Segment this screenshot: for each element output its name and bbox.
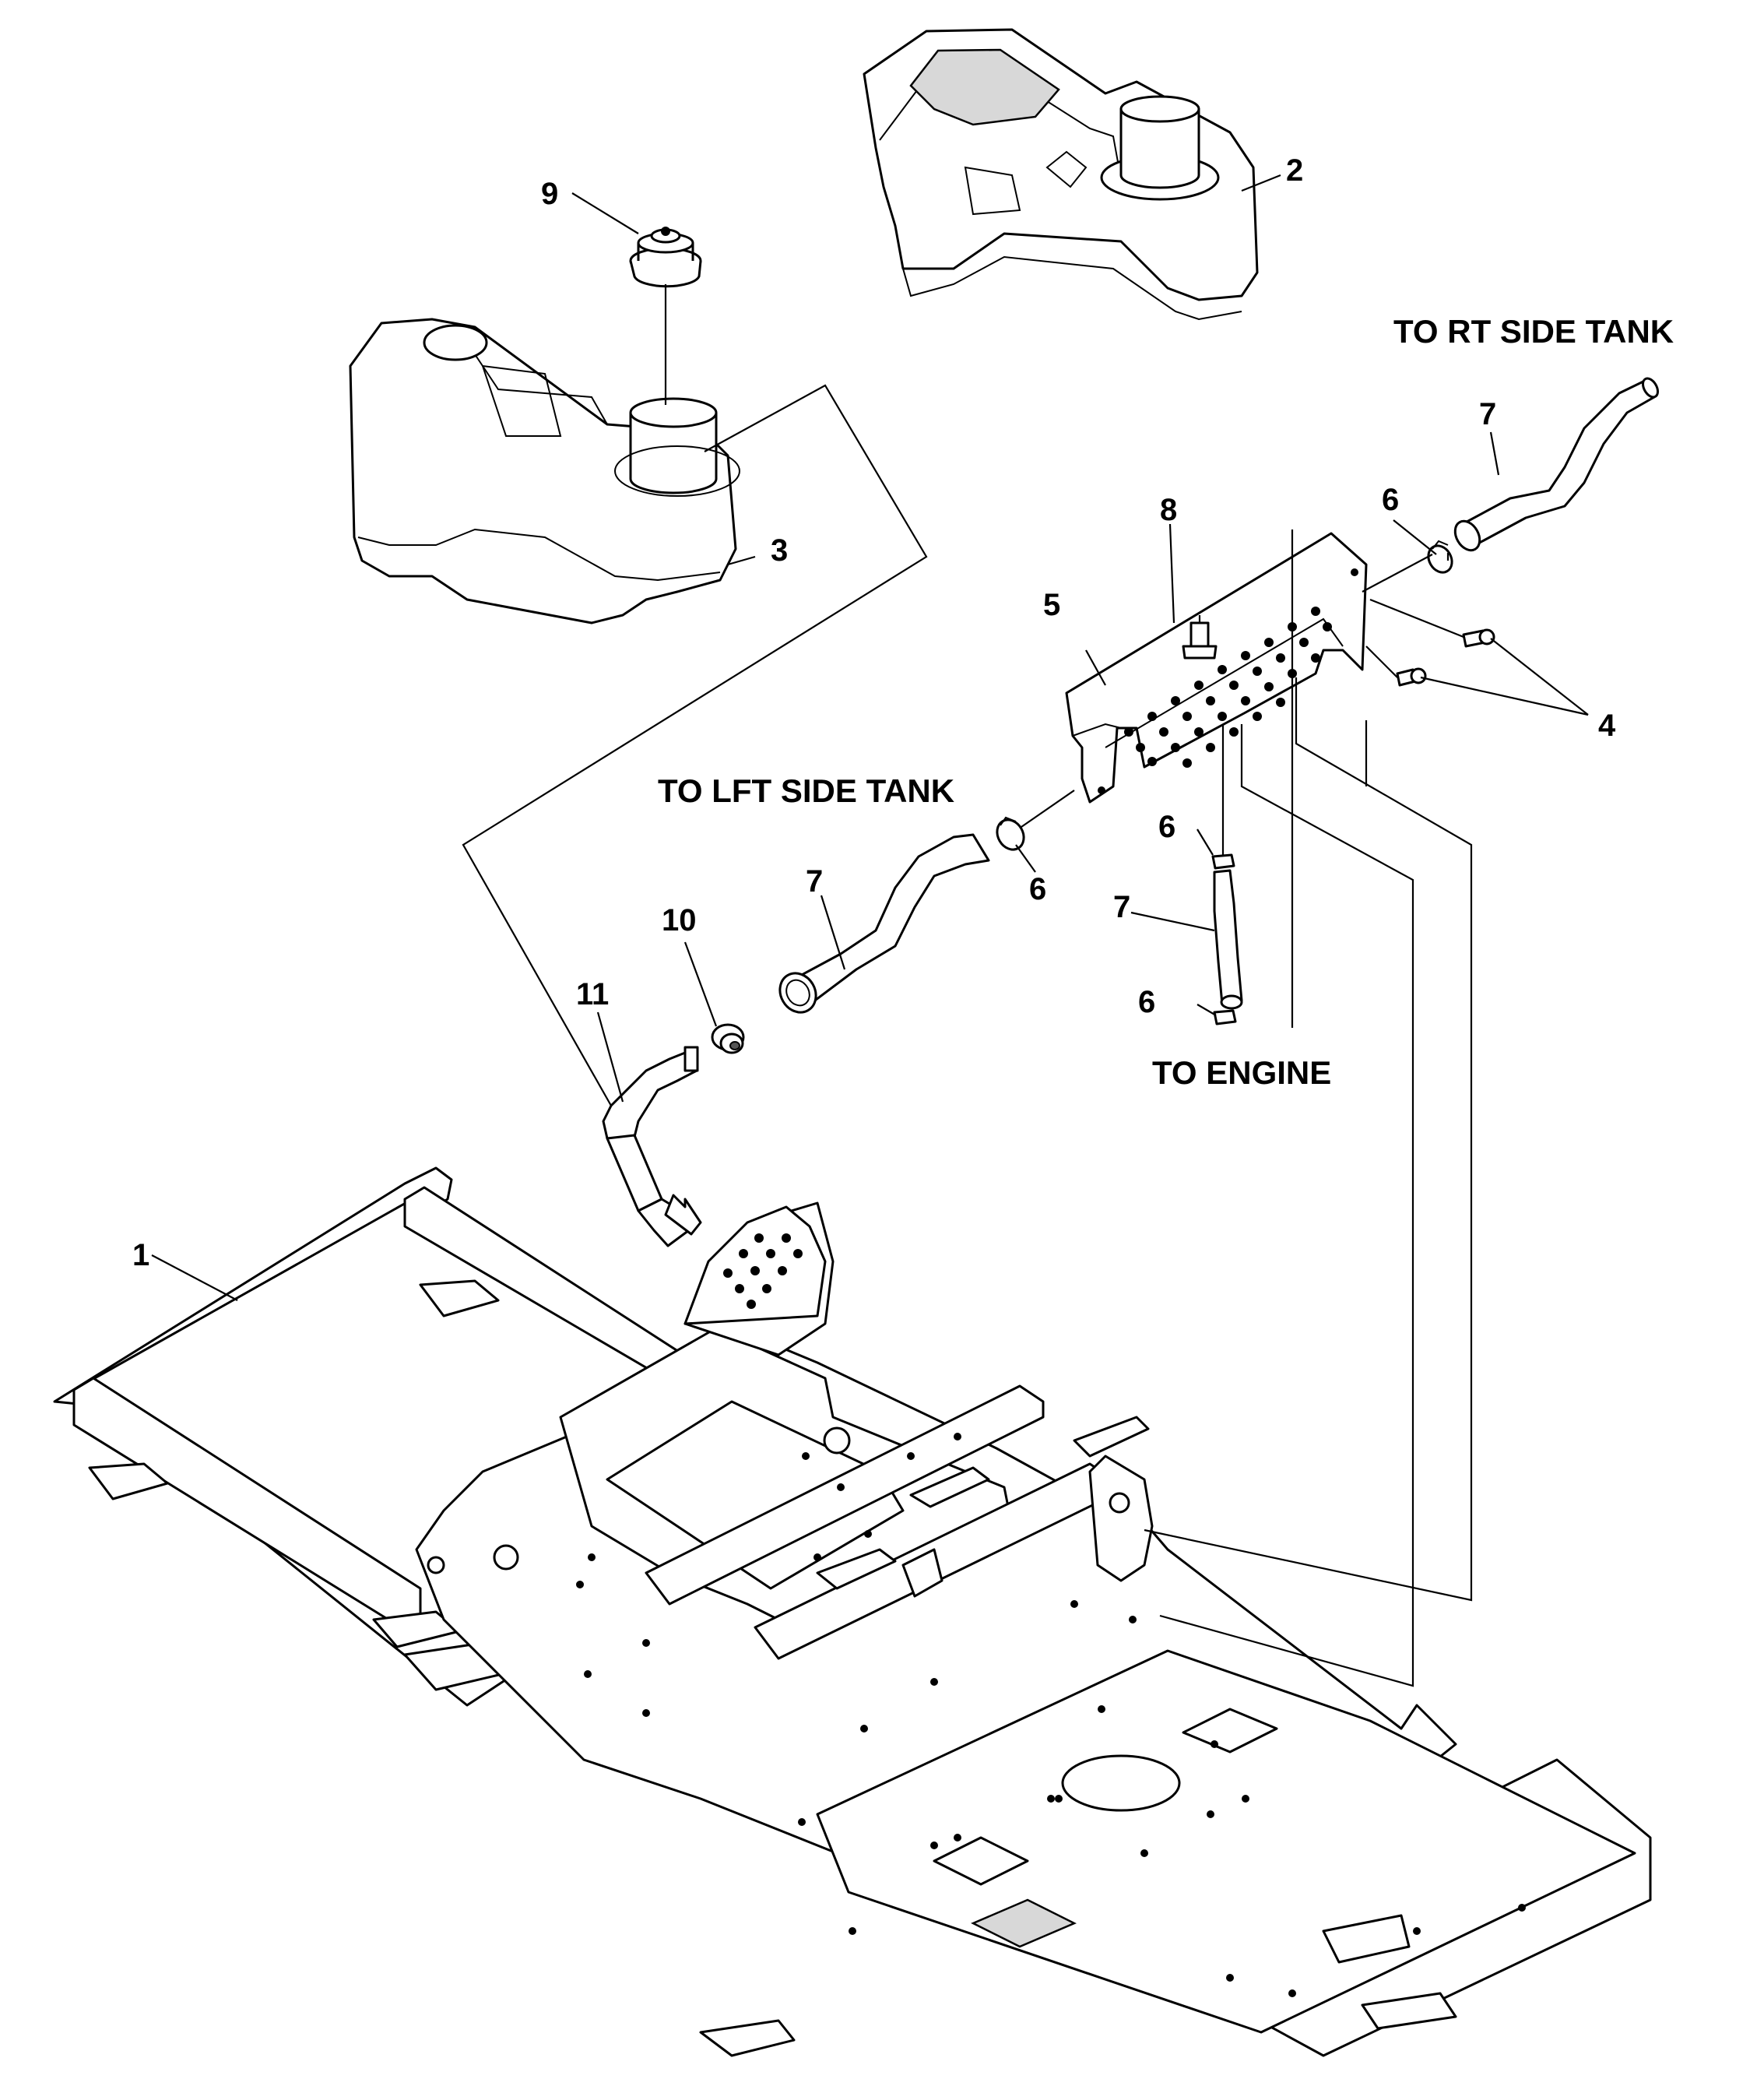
callout-6-left: 6 (1029, 872, 1046, 906)
callout-10: 10 (662, 903, 697, 937)
callout-8: 8 (1160, 493, 1177, 527)
routing-notes: TO RT SIDE TANK TO LFT SIDE TANK TO ENGI… (658, 313, 1674, 1091)
callout-7-left: 7 (806, 864, 823, 899)
part-5-manifold-bracket (1065, 532, 1368, 804)
part-7-hose-engine (1213, 869, 1243, 1010)
fuel-line-routing (462, 384, 1473, 1687)
callout-9: 9 (541, 177, 558, 211)
part-6-clamp-upper (1427, 540, 1453, 574)
callout-7-engine: 7 (1113, 890, 1130, 924)
part-4-screws (1396, 628, 1495, 687)
callout-6-engine-bottom: 6 (1138, 985, 1155, 1019)
leader-lines (151, 174, 1589, 1301)
part-2-right-fuel-tank (863, 28, 1259, 321)
callout-3: 3 (771, 533, 788, 568)
note-to-lft-side-tank: TO LFT SIDE TANK (658, 772, 954, 809)
callout-1: 1 (132, 1238, 149, 1272)
part-1-chassis-frame (53, 1166, 1652, 2057)
callout-6-upper: 6 (1382, 483, 1399, 517)
callouts: 1 2 3 4 5 6 6 6 6 7 7 7 8 9 10 11 (132, 153, 1616, 1272)
part-8-fitting (1182, 615, 1218, 660)
part-10-grommet (711, 1023, 745, 1054)
note-to-rt-side-tank: TO RT SIDE TANK (1393, 313, 1674, 350)
part-3-left-fuel-tank (349, 318, 740, 624)
callout-7-right: 7 (1479, 397, 1496, 431)
part-6-clamp-engine-bottom (1213, 1009, 1237, 1025)
part-6-clamp-left (996, 816, 1025, 851)
part-11-elbow-fitting (602, 1046, 702, 1247)
callout-11: 11 (576, 977, 609, 1011)
callout-2: 2 (1286, 153, 1303, 188)
callout-6-engine-top: 6 (1158, 810, 1175, 844)
note-to-engine: TO ENGINE (1152, 1054, 1331, 1091)
part-6-clamp-engine-top (1211, 853, 1235, 870)
part-7-hose-right (1453, 377, 1659, 552)
callout-5: 5 (1043, 588, 1060, 622)
part-7-hose-left (778, 833, 990, 1014)
callout-4: 4 (1598, 709, 1616, 743)
part-9-fuel-cap (629, 227, 702, 288)
